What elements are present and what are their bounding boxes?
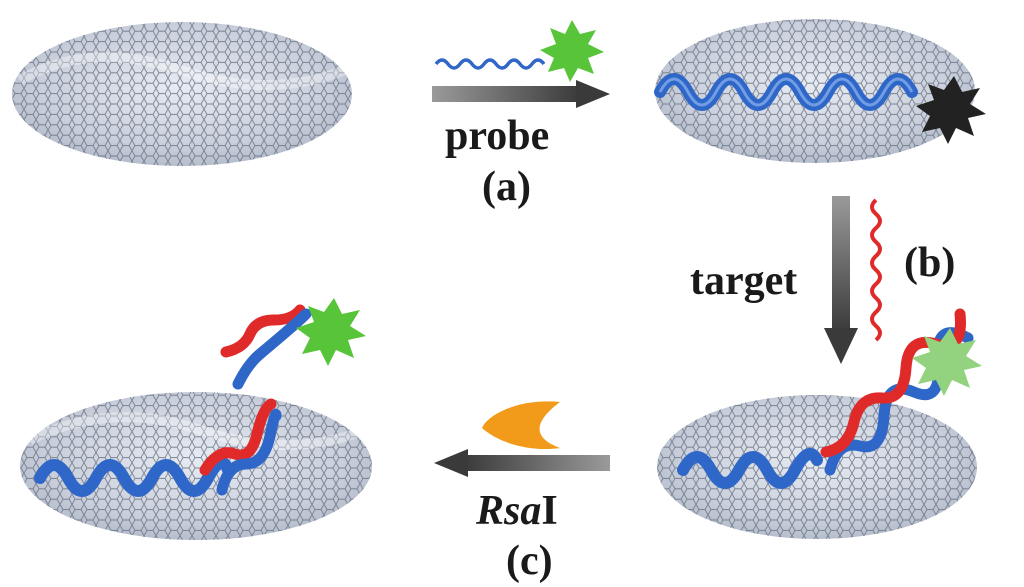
cleaved-probe-strand xyxy=(34,456,234,497)
quenched-fluorophore-icon xyxy=(916,76,986,144)
released-fragment-red xyxy=(220,304,306,358)
free-fluorophore-icon xyxy=(296,298,366,366)
enzyme-crescent-icon xyxy=(482,401,560,450)
step-a-label: (a) xyxy=(482,164,531,210)
step-b-label: (b) xyxy=(904,240,955,286)
fluorophore-star-icon xyxy=(540,20,604,82)
step-c-label: (c) xyxy=(506,538,553,584)
arrow-c xyxy=(434,449,610,477)
cleaved-duplex-red xyxy=(199,398,277,476)
enzyme-label: RsaI xyxy=(475,488,558,534)
arrow-b xyxy=(824,196,858,364)
released-fragment-blue xyxy=(232,308,312,390)
target-dna-icon xyxy=(870,198,882,342)
graphene-sheet-bottom-left xyxy=(20,392,372,540)
graphene-sheet-bottom-right xyxy=(657,395,977,539)
target-label: target xyxy=(690,258,797,304)
graphene-sheet-top-left xyxy=(12,22,352,166)
cleaved-duplex-blue xyxy=(216,408,282,496)
arrow-a xyxy=(432,80,610,108)
released-fluorophore-icon xyxy=(912,328,982,396)
enzyme-label-suffix: I xyxy=(541,488,557,534)
graphene-sheet-top-right xyxy=(655,19,975,163)
dna-probe-icon xyxy=(434,58,546,70)
enzyme-label-italic: Rsa xyxy=(475,488,541,534)
duplex-probe-strand xyxy=(677,448,823,489)
probe-label: probe xyxy=(445,113,549,159)
